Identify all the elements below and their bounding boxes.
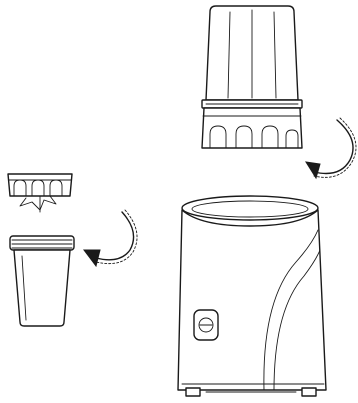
curved-arrow-icon [84, 250, 100, 266]
large-cup [202, 6, 302, 148]
curved-arrow-icon [306, 162, 320, 178]
arrow-small-cup-to-base [84, 210, 137, 266]
blade-assembly [8, 174, 72, 212]
arrow-large-cup-to-base [306, 118, 356, 178]
motor-base [178, 196, 326, 396]
small-cup [10, 236, 74, 326]
power-knob-icon [194, 310, 218, 340]
